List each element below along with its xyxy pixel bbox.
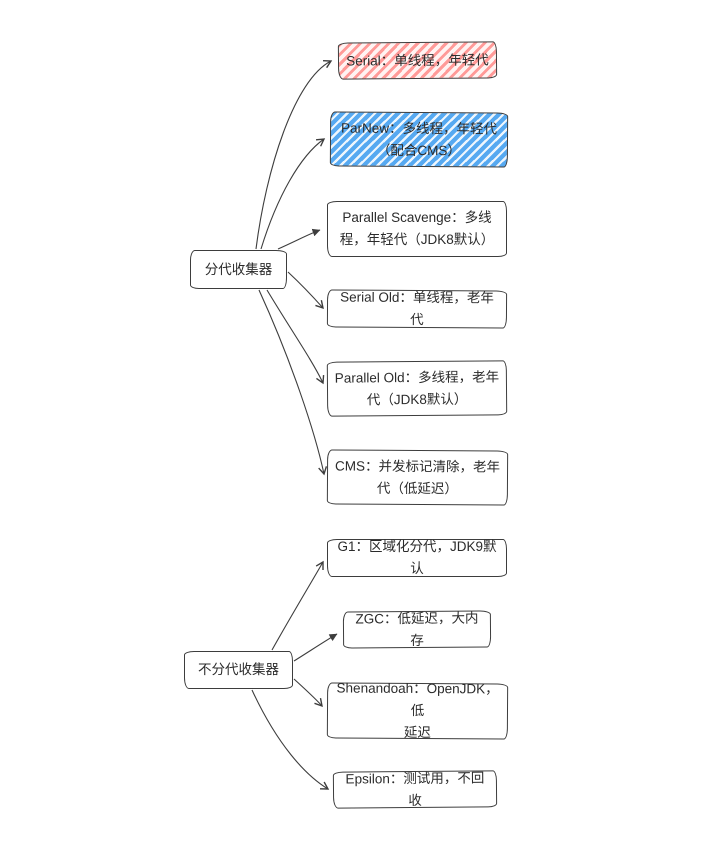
arrow-nongen-shenandoah	[293, 678, 323, 708]
node-zgc[interactable]: ZGC：低延迟，大内存	[342, 610, 492, 649]
node-generational-collectors[interactable]: 分代收集器	[190, 250, 287, 289]
arrow-gen-ps	[277, 228, 321, 250]
node-shenandoah[interactable]: Shenandoah：OpenJDK，低 延迟	[326, 681, 509, 740]
node-cms[interactable]: CMS：并发标记清除，老年 代（低延迟）	[326, 449, 509, 506]
arrow-nongen-g1	[271, 560, 324, 651]
arrow-gen-serialold	[287, 271, 324, 310]
arrow-gen-parnew	[260, 138, 326, 250]
arrow-gen-parallelold	[266, 289, 325, 385]
node-epsilon[interactable]: Epsilon：测试用，不回收	[332, 770, 498, 809]
arrow-gen-cms	[258, 289, 328, 476]
node-serial-old[interactable]: Serial Old：单线程，老年代	[326, 289, 508, 329]
node-parallel-scavenge[interactable]: Parallel Scavenge：多线 程，年轻代（JDK8默认）	[327, 201, 507, 257]
node-parallel-old[interactable]: Parallel Old：多线程，老年 代（JDK8默认）	[326, 360, 508, 417]
arrow-nongen-epsilon	[251, 689, 330, 790]
node-g1[interactable]: G1：区域化分代，JDK9默认	[327, 539, 507, 577]
node-non-generational-collectors[interactable]: 不分代收集器	[184, 651, 293, 689]
node-parnew[interactable]: ParNew：多线程，年轻代 （配合CMS）	[329, 111, 509, 168]
node-serial[interactable]: Serial：单线程，年轻代	[337, 41, 498, 80]
arrow-nongen-zgc	[293, 633, 338, 662]
arrow-gen-serial	[255, 59, 333, 250]
